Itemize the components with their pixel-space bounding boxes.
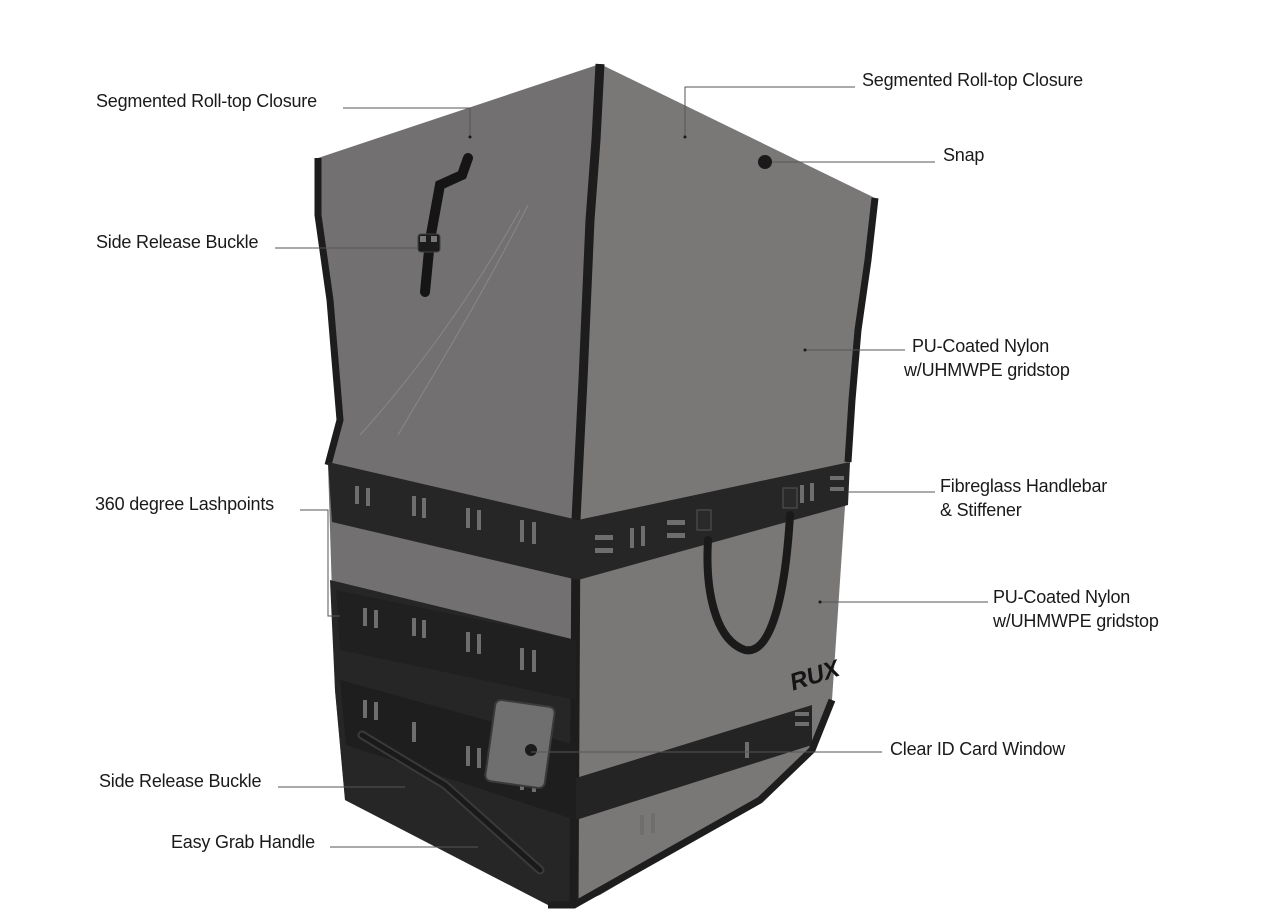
callout-text: Snap	[943, 145, 985, 165]
leader-roll-top-right	[684, 86, 855, 136]
grab-handle-inner	[359, 732, 543, 873]
bag-top-trim-right	[844, 197, 879, 463]
callout-grab-handle: Easy Grab Handle	[171, 830, 315, 854]
callout-text: PU-Coated Nylon	[993, 587, 1131, 607]
callout-side-release-buckle-top: Side Release Buckle	[96, 230, 258, 254]
callout-text: Side Release Buckle	[96, 232, 259, 252]
callout-text: & Stiffener	[940, 500, 1022, 520]
callout-text: PU-Coated Nylon	[912, 336, 1050, 356]
callout-text: Segmented Roll-top Closure	[96, 91, 317, 111]
handle-anchor	[696, 509, 712, 531]
callout-text: w/UHMWPE gridstop	[904, 360, 1070, 380]
callout-text: 360 degree Lashpoints	[95, 494, 274, 514]
leader-roll-top-left	[343, 107, 471, 136]
buckle-slot	[431, 236, 437, 242]
buckle-slot	[420, 236, 426, 242]
callout-text: Segmented Roll-top Closure	[862, 70, 1083, 90]
callout-text: Easy Grab Handle	[171, 832, 315, 852]
callout-text: Side Release Buckle	[99, 771, 262, 791]
webbing-band-right-upper	[578, 462, 850, 580]
callout-pu-nylon-lower: PU-Coated Nylon w/UHMWPE gridstop	[993, 585, 1159, 633]
snap-icon	[758, 155, 772, 169]
bag-illustration: RUX	[314, 63, 879, 909]
leader-dot	[803, 348, 807, 352]
callout-fibreglass: Fibreglass Handlebar & Stiffener	[940, 474, 1107, 522]
webbing-band-left-lower	[336, 590, 576, 700]
leader-dot	[468, 135, 472, 139]
carry-handle	[703, 511, 794, 655]
leader-lines	[275, 86, 988, 848]
leader-dot	[818, 600, 822, 604]
id-card-window	[484, 699, 556, 789]
bag-center-seam	[569, 63, 605, 906]
callout-snap: Snap	[943, 143, 984, 167]
callout-lashpoints: 360 degree Lashpoints	[95, 492, 274, 516]
bag-top-trim-left	[314, 158, 344, 466]
callout-roll-top-left: Segmented Roll-top Closure	[96, 89, 317, 113]
callout-text: Clear ID Card Window	[890, 739, 1066, 759]
buckle-strap	[420, 153, 473, 297]
callout-pu-nylon-upper: PU-Coated Nylon w/UHMWPE gridstop	[904, 334, 1070, 382]
callout-side-release-buckle-bottom: Side Release Buckle	[99, 769, 261, 793]
id-window-fastener	[525, 744, 537, 756]
leader-dot	[683, 135, 687, 139]
fold-line	[359, 209, 521, 436]
webbing-band-left-upper	[328, 462, 578, 580]
webbing-band-right-lower	[576, 705, 812, 820]
fold-line	[397, 204, 529, 436]
handle-anchor	[782, 487, 798, 509]
bag-bottom-trim	[548, 698, 836, 909]
callout-roll-top-right: Segmented Roll-top Closure	[862, 68, 1083, 92]
callout-text: w/UHMWPE gridstop	[993, 611, 1159, 631]
bag-right-face	[574, 64, 875, 905]
callout-id-window: Clear ID Card Window	[890, 737, 1065, 761]
callout-text: Fibreglass Handlebar	[940, 476, 1108, 496]
leader-lashpoints	[300, 509, 340, 617]
